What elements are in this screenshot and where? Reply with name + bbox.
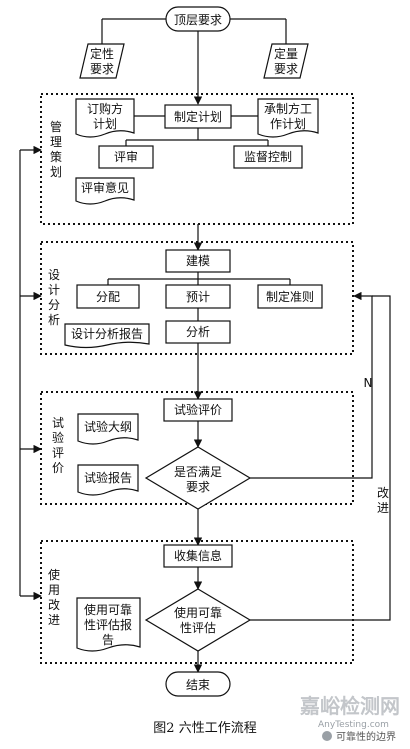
- svg-text:要求: 要求: [186, 480, 210, 494]
- use-report-document: [76, 597, 141, 652]
- phase-label-use: 使 用 改 进: [48, 567, 60, 627]
- svg-text:价: 价: [52, 461, 64, 475]
- svg-text:评审意见: 评审意见: [81, 180, 129, 195]
- figure-caption: 图2 六性工作流程: [153, 721, 256, 736]
- quantitative-requirement-node: [263, 43, 309, 79]
- svg-text:性评估报: 性评估报: [84, 617, 132, 632]
- svg-text:管: 管: [50, 119, 62, 134]
- phase-label-design: 设 计 分 析: [48, 268, 60, 327]
- review-opinion-document: [75, 177, 135, 205]
- left-return-line: [19, 145, 42, 601]
- svg-text:定性: 定性: [90, 46, 114, 61]
- connectors-design: [107, 272, 291, 400]
- svg-text:评审: 评审: [114, 149, 138, 164]
- wechat-icon: [322, 731, 332, 741]
- svg-text:使用可靠: 使用可靠: [84, 602, 132, 617]
- predict-box: [165, 284, 231, 309]
- improve-feedback-loop: [250, 295, 391, 621]
- svg-text:试: 试: [52, 415, 64, 430]
- connectors-top: [101, 18, 287, 105]
- svg-text:用: 用: [48, 583, 60, 597]
- svg-text:要求: 要求: [274, 62, 298, 76]
- svg-text:分析: 分析: [186, 325, 210, 339]
- svg-text:试验大纲: 试验大纲: [84, 419, 132, 434]
- use-evaluation-diamond: [144, 588, 252, 652]
- improve-label: 改: [377, 486, 389, 500]
- test-outline-document: [77, 413, 139, 445]
- supervise-control-box: [233, 145, 303, 169]
- svg-text:理: 理: [50, 135, 62, 149]
- svg-text:使用可靠: 使用可靠: [174, 605, 222, 620]
- start-terminal-label: 顶层要求: [174, 13, 222, 27]
- connectors-management: [125, 115, 269, 251]
- no-label: N: [364, 376, 373, 390]
- svg-text:策: 策: [50, 150, 62, 164]
- svg-text:建模: 建模: [186, 254, 210, 268]
- svg-text:设: 设: [48, 268, 60, 282]
- contractor-plan-document: [257, 98, 319, 138]
- svg-text:告: 告: [102, 633, 114, 647]
- svg-text:监督控制: 监督控制: [244, 149, 292, 164]
- test-report-document: [77, 464, 139, 496]
- svg-text:使: 使: [48, 567, 60, 582]
- svg-text:试验评价: 试验评价: [174, 402, 222, 417]
- svg-text:作计划: 作计划: [270, 117, 306, 131]
- svg-text:评: 评: [52, 446, 64, 460]
- analyze-box: [165, 320, 231, 344]
- no-feedback-loop: [250, 291, 373, 479]
- qualitative-requirement-node: [79, 43, 125, 79]
- svg-text:制定计划: 制定计划: [174, 109, 222, 124]
- svg-text:收集信息: 收集信息: [174, 548, 222, 563]
- phase-label-management: 管 理 策 划: [50, 119, 62, 179]
- end-terminal: [165, 671, 231, 697]
- svg-text:承制方工: 承制方工: [264, 101, 312, 116]
- svg-text:性评估: 性评估: [180, 621, 216, 635]
- svg-text:进: 进: [377, 501, 389, 515]
- order-plan-document: [75, 98, 135, 138]
- end-terminal-label: 结束: [186, 678, 210, 692]
- design-report-document: [64, 323, 150, 349]
- svg-text:计: 计: [48, 283, 60, 297]
- svg-text:验: 验: [52, 430, 64, 445]
- svg-text:要求: 要求: [90, 62, 114, 76]
- phase-box-management: [40, 93, 354, 225]
- svg-text:是否满足: 是否满足: [174, 465, 222, 479]
- watermark-url: AnyTesting.com: [318, 720, 389, 730]
- svg-text:定量: 定量: [274, 46, 298, 61]
- review-box: [98, 145, 154, 169]
- criteria-box: [257, 284, 323, 309]
- svg-text:分: 分: [48, 298, 60, 312]
- svg-text:预计: 预计: [186, 290, 210, 304]
- watermark-main: 嘉峪检测网: [299, 694, 400, 718]
- svg-text:进: 进: [48, 613, 60, 627]
- svg-text:订购方: 订购方: [87, 101, 123, 116]
- svg-text:设计分析报告: 设计分析报告: [71, 326, 143, 341]
- watermark-handle: 可靠性的边界: [336, 730, 396, 743]
- svg-text:改: 改: [48, 598, 60, 612]
- allocate-box: [76, 284, 140, 309]
- svg-text:划: 划: [50, 165, 62, 179]
- svg-text:制定准则: 制定准则: [266, 289, 314, 304]
- phase-label-test: 试 验 评 价: [52, 415, 64, 475]
- svg-text:试验报告: 试验报告: [84, 470, 132, 485]
- svg-text:分配: 分配: [96, 290, 120, 304]
- svg-text:析: 析: [48, 313, 60, 327]
- svg-text:计划: 计划: [93, 117, 117, 131]
